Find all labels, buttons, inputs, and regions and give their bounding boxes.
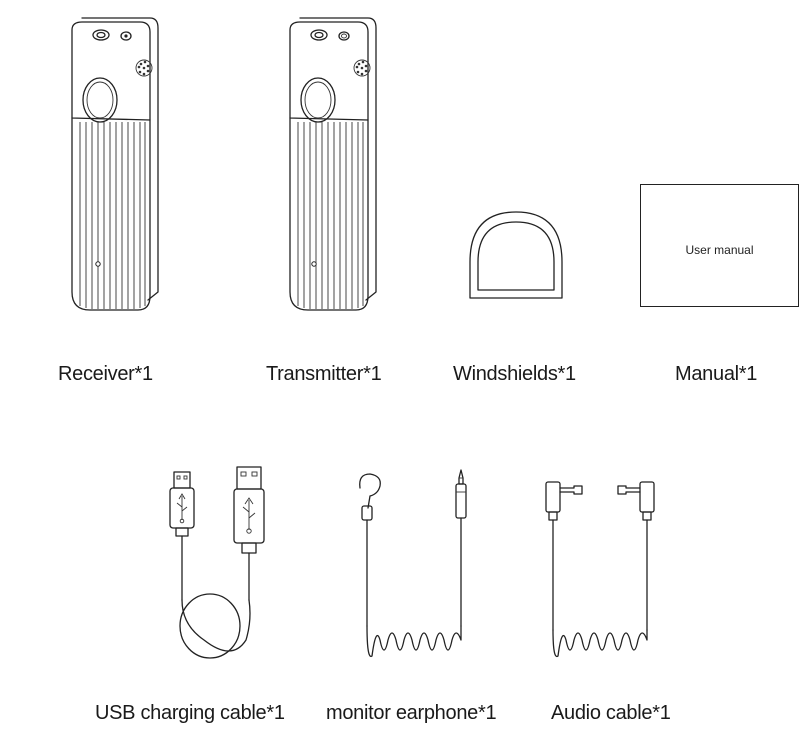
receiver-label: Receiver*1 (58, 363, 153, 385)
transmitter-label: Transmitter*1 (266, 363, 382, 385)
manual-cover-text: User manual (685, 243, 754, 257)
usb-symbol-icon (176, 493, 188, 524)
usb-cable-label: USB charging cable*1 (95, 702, 285, 724)
speaker-grill-icon (135, 59, 153, 77)
audio-cable-label: Audio cable*1 (551, 702, 671, 724)
windshields-label: Windshields*1 (453, 363, 576, 385)
manual-label: Manual*1 (675, 363, 758, 385)
mic-grill-icon (353, 59, 371, 77)
usb-symbol-icon-large (242, 497, 256, 534)
user-manual-booklet: User manual (640, 184, 799, 307)
earphone-label: monitor earphone*1 (326, 702, 497, 724)
